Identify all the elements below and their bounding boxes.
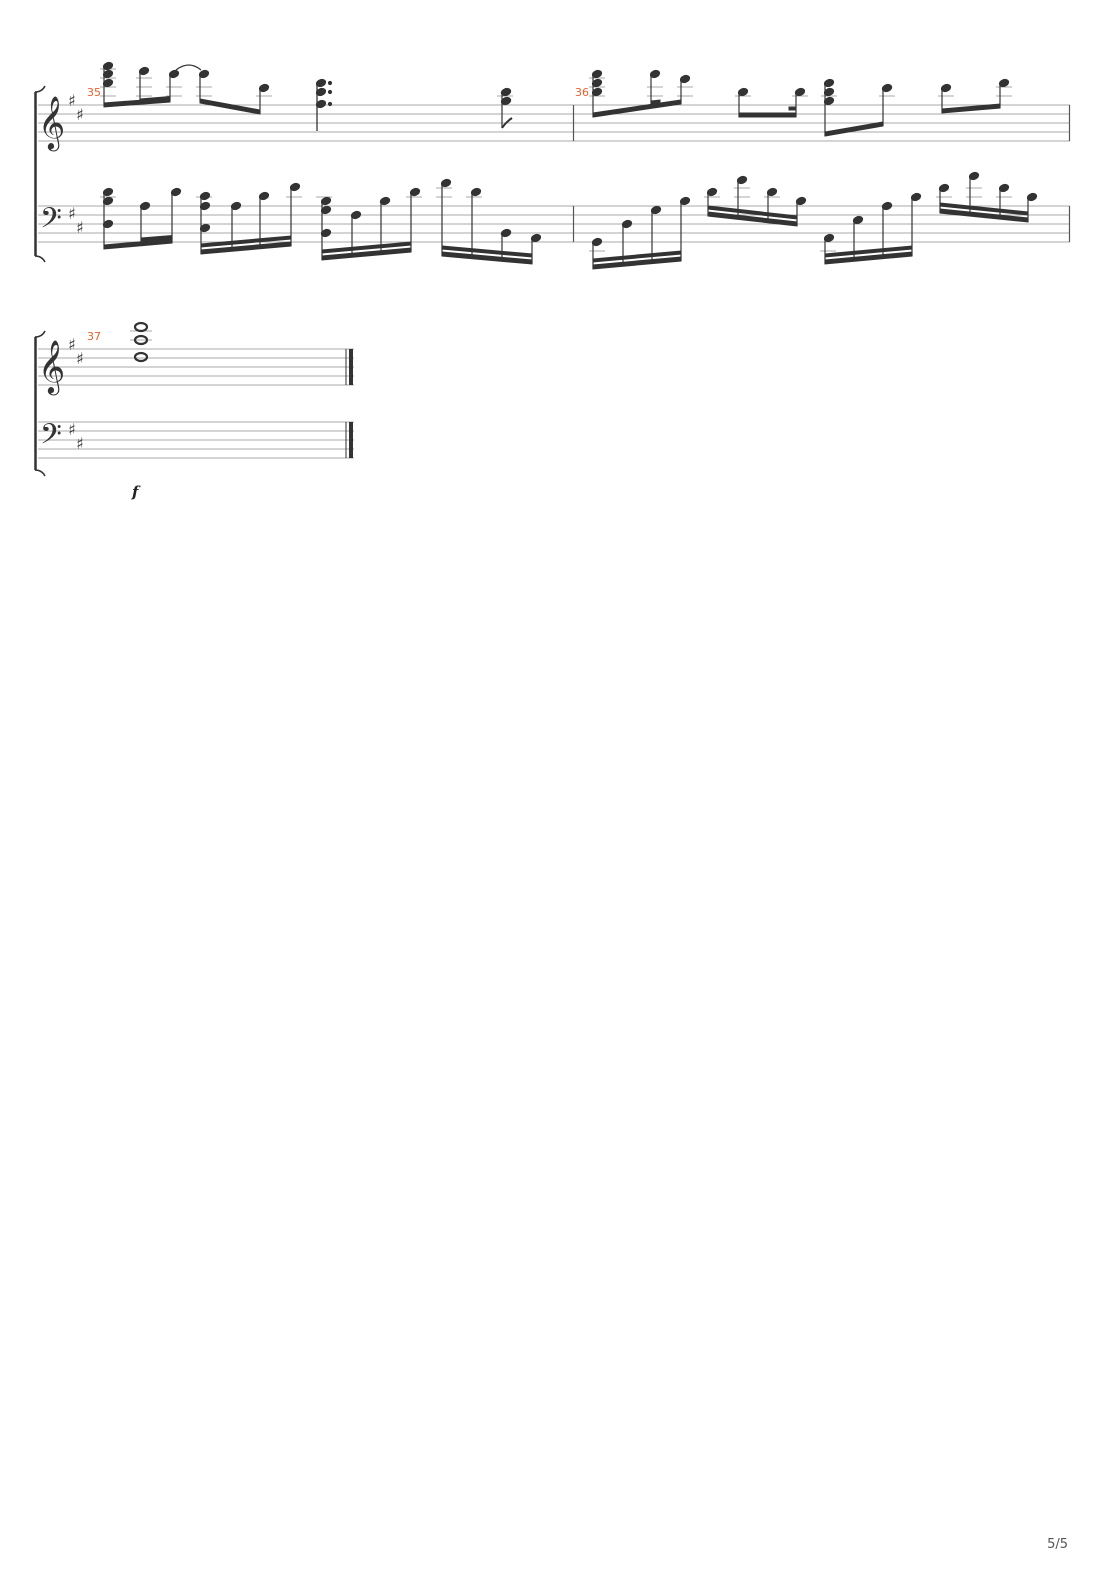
system-1: 𝄞 𝄢 ♯♯ ♯♯ 35 36 bbox=[34, 61, 1071, 270]
svg-text:♯: ♯ bbox=[68, 420, 76, 439]
measure-35-treble bbox=[100, 61, 513, 131]
svg-text:♯: ♯ bbox=[68, 91, 76, 110]
bass-staff bbox=[38, 421, 354, 459]
measure-36-treble bbox=[589, 69, 1012, 137]
bass-clef-icon: 𝄢 bbox=[40, 202, 62, 242]
bass-clef-icon: 𝄢 bbox=[40, 418, 62, 458]
key-signature-bass: ♯♯ bbox=[68, 420, 84, 453]
system-2: 𝄞 𝄢 ♯♯ ♯♯ 37 f bbox=[34, 321, 354, 501]
key-signature-treble: ♯♯ bbox=[68, 91, 84, 124]
measure-number-37: 37 bbox=[87, 330, 101, 343]
key-signature-treble: ♯♯ bbox=[68, 335, 84, 368]
system-bracket bbox=[34, 85, 46, 263]
measure-number-35: 35 bbox=[87, 86, 101, 99]
measure-35-bass bbox=[100, 178, 542, 265]
final-barline bbox=[345, 349, 353, 458]
svg-text:♯: ♯ bbox=[76, 105, 84, 124]
key-signature-bass: ♯♯ bbox=[68, 204, 84, 237]
measure-number-36: 36 bbox=[575, 86, 589, 99]
svg-text:♯: ♯ bbox=[76, 218, 84, 237]
svg-text:♯: ♯ bbox=[76, 434, 84, 453]
svg-text:♯: ♯ bbox=[68, 335, 76, 354]
bass-staff bbox=[38, 205, 1070, 243]
treble-staff bbox=[38, 348, 354, 386]
dynamic-marking: f bbox=[131, 483, 141, 501]
system-bracket bbox=[34, 330, 46, 477]
page-number: 5/5 bbox=[1047, 1537, 1068, 1552]
measure-36-bass bbox=[589, 171, 1038, 270]
svg-text:♯: ♯ bbox=[76, 349, 84, 368]
measure-37-treble bbox=[130, 321, 152, 363]
treble-clef-icon: 𝄞 bbox=[38, 95, 65, 151]
barlines bbox=[572, 105, 1071, 242]
treble-staff bbox=[38, 104, 1070, 142]
svg-text:♯: ♯ bbox=[68, 204, 76, 223]
treble-clef-icon: 𝄞 bbox=[38, 339, 65, 395]
